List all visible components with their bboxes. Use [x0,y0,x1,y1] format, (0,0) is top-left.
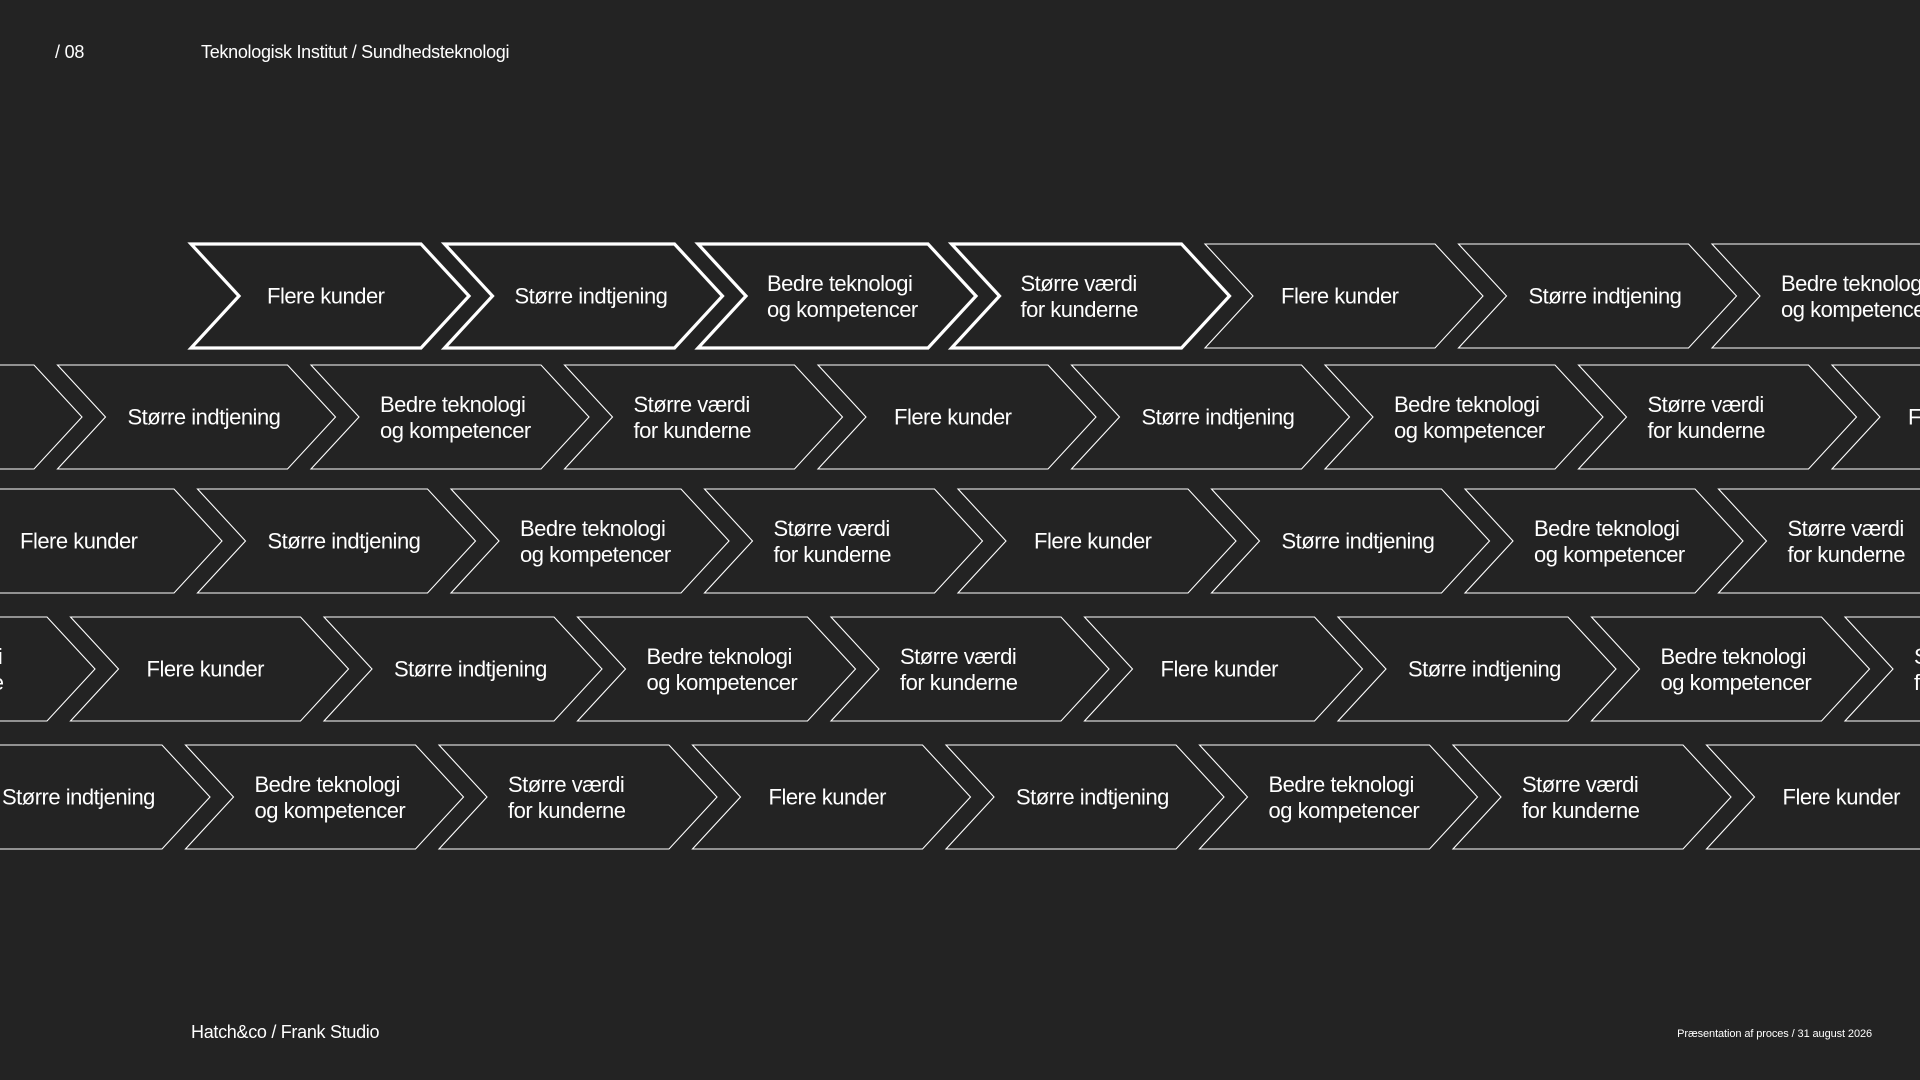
chevron-label: Større indtjening [1408,657,1561,682]
chevron [1203,243,1484,349]
chevron-label: Flere kunder [1908,405,1920,430]
chevron-row: Flere kunder Større indtjening Bedre tekno… [0,364,1920,470]
chevron [1323,364,1604,470]
chevron-label: Større indtjening [128,405,281,430]
chevron-label: Flere kunder [1034,529,1152,554]
chevron-label: Flere kunder [1281,284,1399,309]
chevron-label: Flere kunder [894,405,1012,430]
chevron [449,488,730,594]
chevron [816,364,1097,470]
chevron [309,364,590,470]
chevron [0,744,211,850]
chevron-label: Større indtjening [1282,529,1435,554]
chevron [184,744,465,850]
chevron [1577,364,1858,470]
page-number: / 08 [55,42,85,62]
footer-date: Præsentation af proces / 31 august 2026 [1677,1028,1872,1040]
chevron [1336,616,1617,722]
chevron [1843,616,1920,722]
chevron-label: Større indtjening [1142,405,1295,430]
chevron [691,744,972,850]
chevron-row: Flere kunder Større indtjening Bedre tekno… [187,242,1920,350]
chevron [0,488,223,594]
chevron [0,616,96,722]
chevron [1463,488,1744,594]
chevron-label: Større indtjening [2,785,155,810]
chevron [1198,744,1479,850]
chevron [1070,364,1351,470]
chevron [1210,488,1491,594]
chevron [1717,488,1920,594]
chevron-label: Større indtjening [268,529,421,554]
chevron [1451,744,1732,850]
breadcrumb: Teknologisk Institut / Sundhedsteknologi [201,42,510,62]
chevron [1590,616,1871,722]
chevron [1705,744,1920,850]
chevron [56,364,337,470]
chevron [1710,243,1920,349]
chevron [703,488,984,594]
chevron-highlighted [694,242,979,350]
chevron-highlighted [947,242,1232,350]
chevron-highlighted [187,242,472,350]
chevron [1083,616,1364,722]
chevron [196,488,477,594]
chevron-label: Flere kunder [267,284,385,309]
chevron-row: Flere kunder Større indtjening Bedre tekno… [0,488,1920,594]
chevron-label: Større indtjening [515,284,668,309]
chevron [1457,243,1738,349]
chevron [576,616,857,722]
footer-credits: Hatch&co / Frank Studio [191,1022,380,1042]
chevron [956,488,1237,594]
chevron [563,364,844,470]
chevron-label: Større indtjening [394,657,547,682]
chevron [322,616,603,722]
chevron-label: Flere kunder [1161,657,1279,682]
chevron-label: Flere kunder [1783,785,1901,810]
chevron-highlighted [440,242,725,350]
chevron [437,744,718,850]
chevron [1830,364,1920,470]
chevron [0,364,83,470]
chevron [829,616,1110,722]
chevron-label: Større indtjening [1016,785,1169,810]
chevron [69,616,350,722]
chevron-label: Større indtjening [1529,284,1682,309]
chevron [944,744,1225,850]
chevron-label: Flere kunder [769,785,887,810]
chevron-label: Flere kunder [20,529,138,554]
chevron-label: Flere kunder [147,657,265,682]
